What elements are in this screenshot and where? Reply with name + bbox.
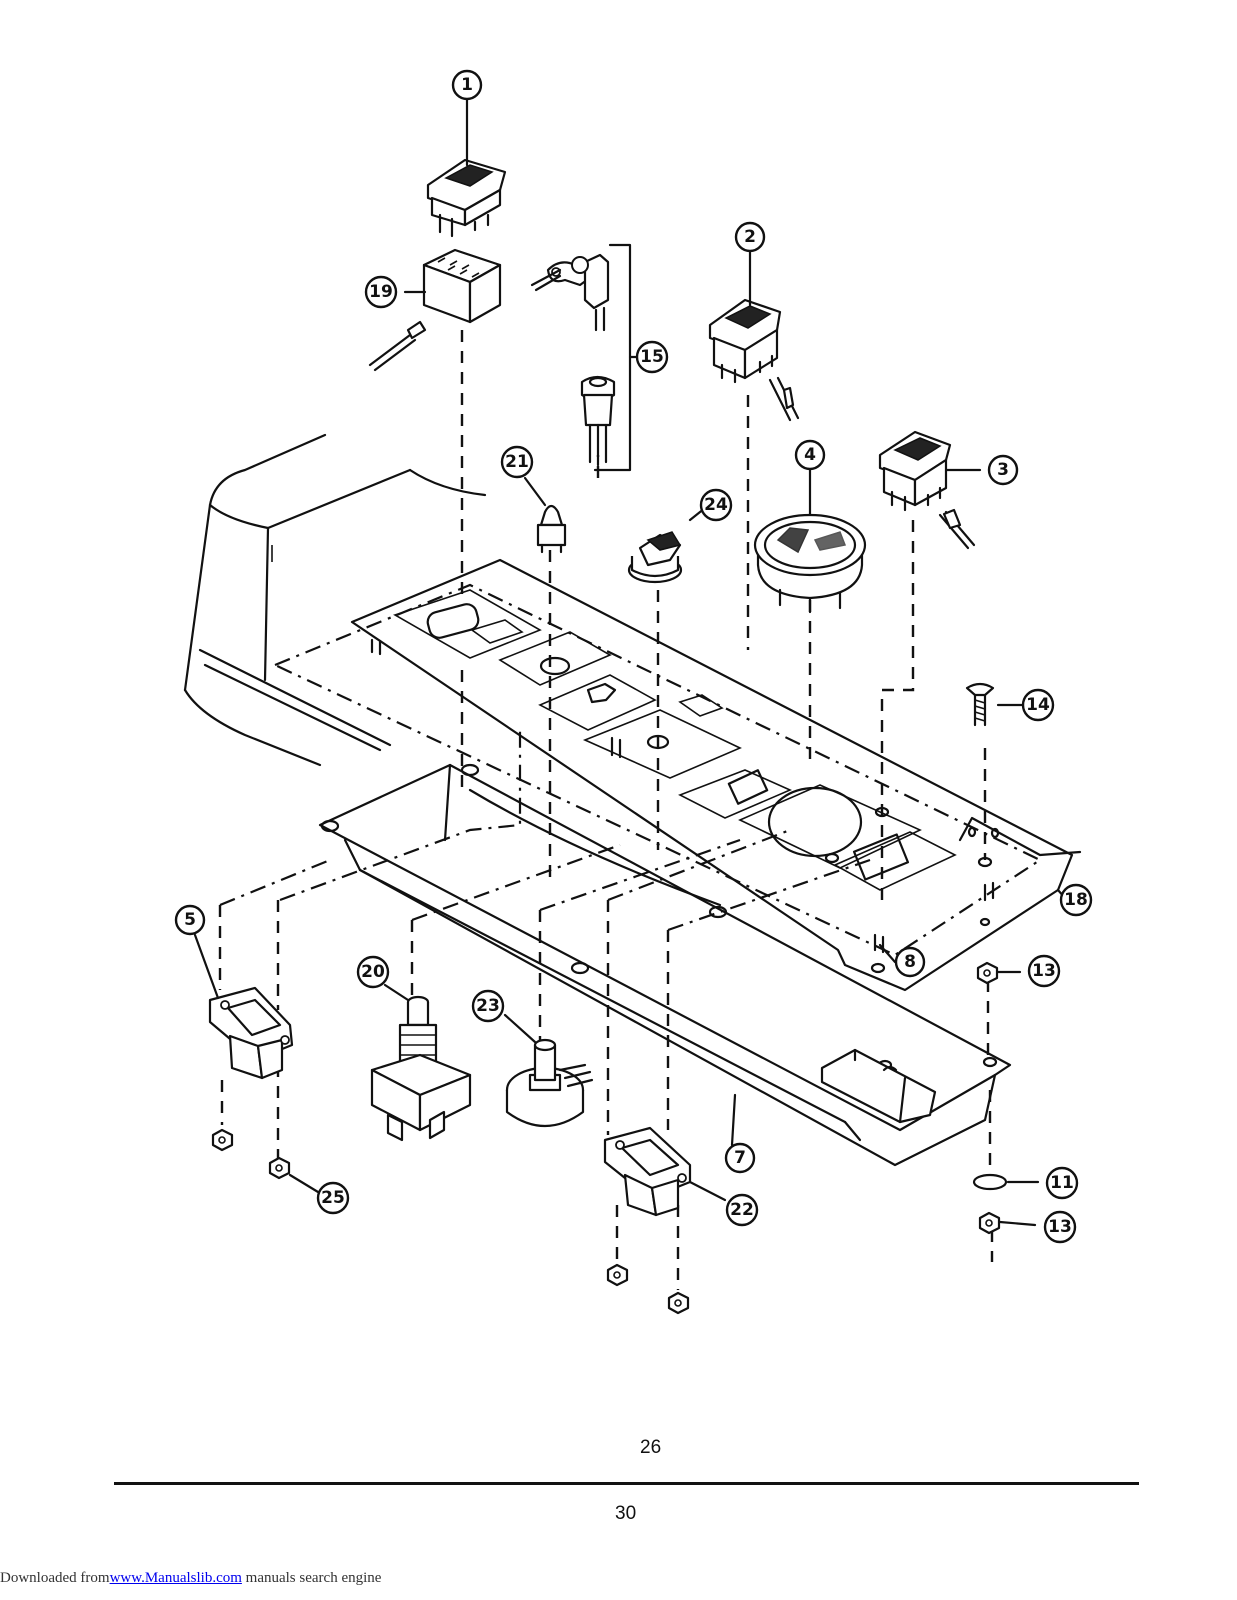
callout-4: 4 bbox=[794, 439, 826, 471]
callout-label: 19 bbox=[369, 282, 393, 302]
rocker-switch-1 bbox=[426, 98, 507, 238]
callout-label: 25 bbox=[321, 1188, 345, 1208]
callout-22: 22 bbox=[725, 1193, 759, 1227]
callout-15: 15 bbox=[635, 340, 669, 374]
callout-label: 8 bbox=[904, 952, 916, 972]
callout-label: 22 bbox=[730, 1200, 754, 1220]
rocker-switch-2 bbox=[708, 248, 800, 422]
fasteners bbox=[211, 888, 1067, 1315]
callout-label: 1 bbox=[461, 75, 473, 95]
callout-label: 13 bbox=[1048, 1217, 1072, 1237]
relay-5 bbox=[193, 933, 294, 1080]
callout-8: 8 bbox=[894, 946, 926, 978]
rocker-switch-3 bbox=[878, 430, 982, 550]
callout-18: 18 bbox=[1059, 883, 1093, 917]
relay-block-19 bbox=[368, 248, 502, 372]
ignition-switch-15 bbox=[530, 243, 644, 472]
callout-label: 7 bbox=[734, 1148, 746, 1168]
callout-14: 14 bbox=[1021, 688, 1055, 722]
relay-22 bbox=[603, 1126, 727, 1217]
callout-label: 18 bbox=[1064, 890, 1088, 910]
callout-23: 23 bbox=[471, 989, 505, 1023]
callout-label: 4 bbox=[804, 445, 816, 465]
callout-label: 23 bbox=[476, 996, 500, 1016]
callout-5: 5 bbox=[174, 904, 206, 936]
callout-3: 3 bbox=[987, 454, 1019, 486]
callout-label: 21 bbox=[505, 452, 529, 472]
indicator-lamp-21 bbox=[523, 476, 567, 554]
console-housing bbox=[183, 433, 487, 767]
callout-19: 19 bbox=[364, 275, 398, 309]
callout-label: 14 bbox=[1026, 695, 1050, 715]
upper-panel-plate bbox=[272, 558, 1082, 992]
callout-13-lower: 13 bbox=[1043, 1210, 1077, 1244]
lower-tray bbox=[318, 763, 1012, 1167]
footer-divider bbox=[114, 1482, 1139, 1485]
callout-25: 25 bbox=[316, 1181, 350, 1215]
rotary-knob-24 bbox=[627, 506, 707, 584]
gauge-meter-4 bbox=[753, 468, 867, 614]
manualslib-link[interactable]: www.Manualslib.com bbox=[109, 1570, 242, 1586]
potentiometer-23 bbox=[503, 1013, 594, 1128]
footer-suffix: manuals search engine bbox=[241, 1570, 382, 1586]
footer-prefix: Downloaded from bbox=[0, 1570, 110, 1586]
callout-13-upper: 13 bbox=[1027, 954, 1061, 988]
callout-label: 15 bbox=[640, 347, 664, 367]
callout-label: 2 bbox=[744, 227, 756, 247]
push-switch-20 bbox=[370, 983, 472, 1142]
callout-label: 11 bbox=[1050, 1173, 1074, 1193]
callout-21: 21 bbox=[500, 445, 534, 479]
page-number: 30 bbox=[615, 1503, 637, 1524]
callout-20: 20 bbox=[356, 955, 390, 989]
callout-2: 2 bbox=[734, 221, 766, 253]
callout-label: 3 bbox=[997, 460, 1009, 480]
callout-7: 7 bbox=[724, 1142, 756, 1174]
callout-label: 20 bbox=[361, 962, 385, 982]
callout-24: 24 bbox=[699, 488, 733, 522]
callout-label: 13 bbox=[1032, 961, 1056, 981]
callout-label: 24 bbox=[704, 495, 728, 515]
callout-label: 5 bbox=[184, 910, 196, 930]
inner-page-number: 26 bbox=[640, 1437, 662, 1458]
download-footer: Downloaded fromwww.Manualslib.com manual… bbox=[0, 1570, 381, 1587]
callout-1: 1 bbox=[451, 69, 483, 101]
screw-14 bbox=[965, 682, 1024, 727]
assembly-guide-lines bbox=[218, 330, 994, 1290]
callout-11: 11 bbox=[1045, 1166, 1079, 1200]
